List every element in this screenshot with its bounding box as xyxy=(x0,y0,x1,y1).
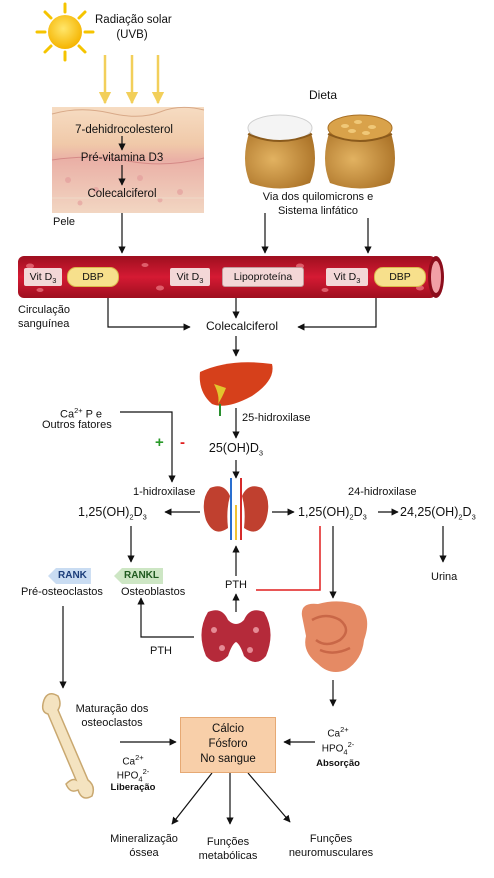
vitd3-chip-3-sub: 3 xyxy=(356,276,361,286)
rankl-tag: RANKL xyxy=(114,568,163,584)
intestine-icon xyxy=(301,601,368,672)
2425ohd3-sub2: 2 xyxy=(458,512,463,522)
absorb-ca-sup: 2+ xyxy=(340,725,349,734)
bone-release-hpo-sup: 2- xyxy=(142,767,150,776)
125ohd3-right-sub2: 2 xyxy=(349,512,354,522)
125ohd3-left-text: 1,25(OH) xyxy=(78,505,130,519)
calcium-phosphorus-box: Cálcio Fósforo No sangue xyxy=(180,717,276,773)
outcome-neuromuscular-2: neuromusculares xyxy=(288,847,374,859)
bone-release-hpo-text: HPO xyxy=(116,770,139,782)
outcome-metabolic-2: metabólicas xyxy=(198,850,258,862)
absorb-hpo-sup: 2- xyxy=(347,740,355,749)
grain-sack-icon xyxy=(325,114,395,189)
absorb-hpo-sub: 4 xyxy=(343,747,348,757)
liver-icon xyxy=(199,362,273,416)
preosteoclasts-label: Pré-osteoclastos xyxy=(21,586,103,598)
sun-label-line1: Radiação solar xyxy=(95,14,172,26)
2425ohd3-d: D xyxy=(462,505,472,519)
skin-layers xyxy=(51,106,205,213)
vitd3-chip-2-text: Vit D xyxy=(176,271,200,283)
ca-p-pe: P e xyxy=(82,408,102,421)
dbp-chip-1: DBP xyxy=(67,267,119,287)
skin-label-3: Colecalciferol xyxy=(87,188,157,200)
urine-label: Urina xyxy=(431,571,458,583)
25ohd3-sub: 3 xyxy=(258,448,264,458)
vitd3-chip-2-sub: 3 xyxy=(199,276,204,286)
vitd3-chip-1-text: Vit D xyxy=(29,271,53,283)
sun-label: Radiação solar xyxy=(95,14,172,27)
absorb-ca-text: Ca xyxy=(327,728,341,740)
diet-route-2: Sistema linfático xyxy=(277,205,359,217)
box-line-1: Cálcio xyxy=(212,723,244,735)
vitd3-chip-1: Vit D3 xyxy=(24,268,62,286)
plus-sign: + xyxy=(155,434,164,451)
box-line-3: No sangue xyxy=(200,753,256,765)
uvb-rays xyxy=(98,55,165,105)
125ohd3-left-sub2: 2 xyxy=(129,512,134,522)
vitd3-chip-3: Vit D3 xyxy=(326,268,368,286)
vitd3-chip-2: Vit D3 xyxy=(170,268,210,286)
ca-p-ca: Ca xyxy=(60,408,75,421)
sun-icon xyxy=(35,2,95,62)
skin-label-2: Pré-vitamina D3 xyxy=(80,152,164,164)
125ohd3-right: 1,25(OH)2D3 xyxy=(298,506,367,524)
sun-label-uvb: (UVB) xyxy=(116,29,148,41)
outcome-mineralization-2: óssea xyxy=(129,847,159,859)
lipoprotein-chip: Lipoproteína xyxy=(222,267,304,287)
pth-feedback-line xyxy=(256,526,321,591)
absorption-label: Absorção xyxy=(316,758,360,769)
125ohd3-left: 1,25(OH)2D3 xyxy=(78,506,147,524)
hydroxylase-25-label: 25-hidroxilase xyxy=(242,412,311,424)
rank-tag: RANK xyxy=(48,568,91,584)
bone-release-hpo-sub: 4 xyxy=(138,774,143,784)
outcome-mineralization-1: Mineralização xyxy=(110,833,178,845)
minus-sign: - xyxy=(180,434,185,451)
25ohd3-text: 25(OH)D xyxy=(208,441,259,455)
vitd3-chip-1-sub: 3 xyxy=(52,276,57,286)
125ohd3-left-sub3: 3 xyxy=(142,512,147,522)
rice-sack-icon xyxy=(245,114,315,189)
bone-release-hpo: HPO42- xyxy=(117,765,150,785)
bone-release-ca-text: Ca xyxy=(122,756,136,768)
125ohd3-right-text: 1,25(OH) xyxy=(298,505,350,519)
absorb-hpo-text: HPO xyxy=(321,743,344,755)
dbp-chip-2: DBP xyxy=(374,267,426,287)
pth-label-center: PTH xyxy=(225,579,247,591)
liberation-label: Liberação xyxy=(110,782,156,793)
ca-p-sup: 2+ xyxy=(74,406,83,415)
125ohd3-left-d: D xyxy=(133,505,143,519)
pth-label-left: PTH xyxy=(150,645,172,657)
hydroxylase-24-label: 24-hidroxilase xyxy=(348,486,417,498)
vitd3-chip-3-text: Vit D xyxy=(333,271,357,283)
circulation-label-1: Circulação xyxy=(18,304,70,316)
bone-icon xyxy=(41,693,95,799)
osteoblasts-label: Osteoblastos xyxy=(121,586,186,598)
skin-label-pele: Pele xyxy=(53,216,76,228)
outcome-neuromuscular-1: Funções xyxy=(309,833,353,845)
maturation-label-2: osteoclastos xyxy=(81,717,143,729)
kidney-icon xyxy=(203,478,269,540)
circulation-label-2: sanguínea xyxy=(18,318,70,330)
bone-release-ca: Ca2+ xyxy=(122,751,143,768)
2425ohd3-label: 24,25(OH)2D3 xyxy=(400,506,476,524)
box-line-2: Fósforo xyxy=(208,738,248,750)
hydroxylase-1-label: 1-hidroxilase xyxy=(133,486,196,498)
25ohd3-label: 25(OH)D3 xyxy=(209,442,263,460)
thyroid-icon xyxy=(201,610,271,662)
other-factors-label: Outros fatores xyxy=(42,419,112,431)
colecalciferol-label: Colecalciferol xyxy=(205,319,279,333)
diet-title: Dieta xyxy=(308,88,338,102)
outcome-metabolic-1: Funções xyxy=(206,836,250,848)
125ohd3-right-d: D xyxy=(353,505,363,519)
skin-label-1: 7-dehidrocolesterol xyxy=(75,124,173,136)
bone-release-ca-sup: 2+ xyxy=(135,753,144,762)
ca-p-label: Ca2+ P e xyxy=(60,404,102,422)
absorb-ca: Ca2+ xyxy=(327,723,348,740)
diet-route-1: Via dos quilomicrons e xyxy=(262,191,374,203)
2425ohd3-sub3: 3 xyxy=(471,512,476,522)
2425ohd3-text: 24,25(OH) xyxy=(400,505,459,519)
maturation-label-1: Maturação dos xyxy=(75,703,149,715)
125ohd3-right-sub3: 3 xyxy=(362,512,367,522)
absorb-hpo: HPO42- xyxy=(322,738,355,758)
